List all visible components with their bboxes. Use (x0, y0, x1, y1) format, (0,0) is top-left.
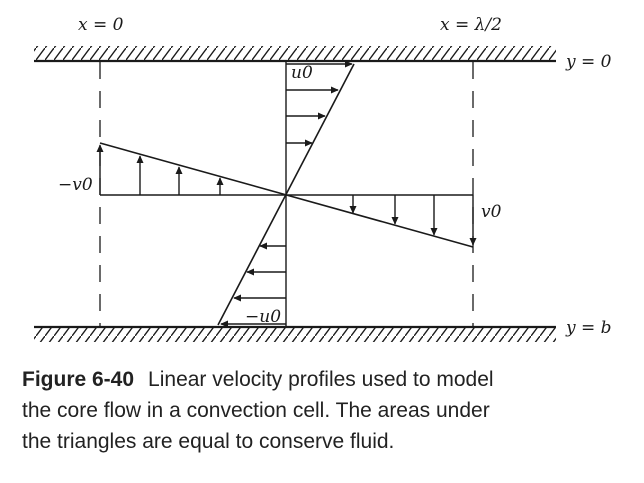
label-u0-top: u0 (291, 63, 313, 83)
top-wall (34, 46, 556, 63)
v-velocity-profile (96, 142, 477, 248)
caption-line: Figure 6-40 Linear velocity profiles used… (22, 364, 628, 395)
caption-line: the triangles are equal to conserve flui… (22, 430, 395, 453)
bottom-wall (34, 325, 556, 342)
u-velocity-profile (217, 60, 355, 328)
caption-line: the core flow in a convection cell. The … (22, 399, 490, 422)
figure-caption: Figure 6-40 Linear velocity profiles used… (22, 364, 628, 457)
figure-number: Figure 6-40 (22, 368, 135, 391)
label-v0-right: v0 (481, 202, 502, 222)
label-y-top: y = 0 (565, 52, 612, 72)
label-u0-bottom: −u0 (245, 307, 281, 327)
convection-cell-figure: x = 0 x = λ/2 y = 0 y = b u0 −u0 −v0 v0 (34, 15, 612, 342)
label-x-right: x = λ/2 (440, 15, 502, 35)
label-x-left: x = 0 (78, 15, 124, 35)
label-v0-left: −v0 (58, 175, 93, 195)
caption-text: Linear velocity profiles used to model (148, 368, 494, 391)
label-y-bottom: y = b (565, 318, 612, 338)
